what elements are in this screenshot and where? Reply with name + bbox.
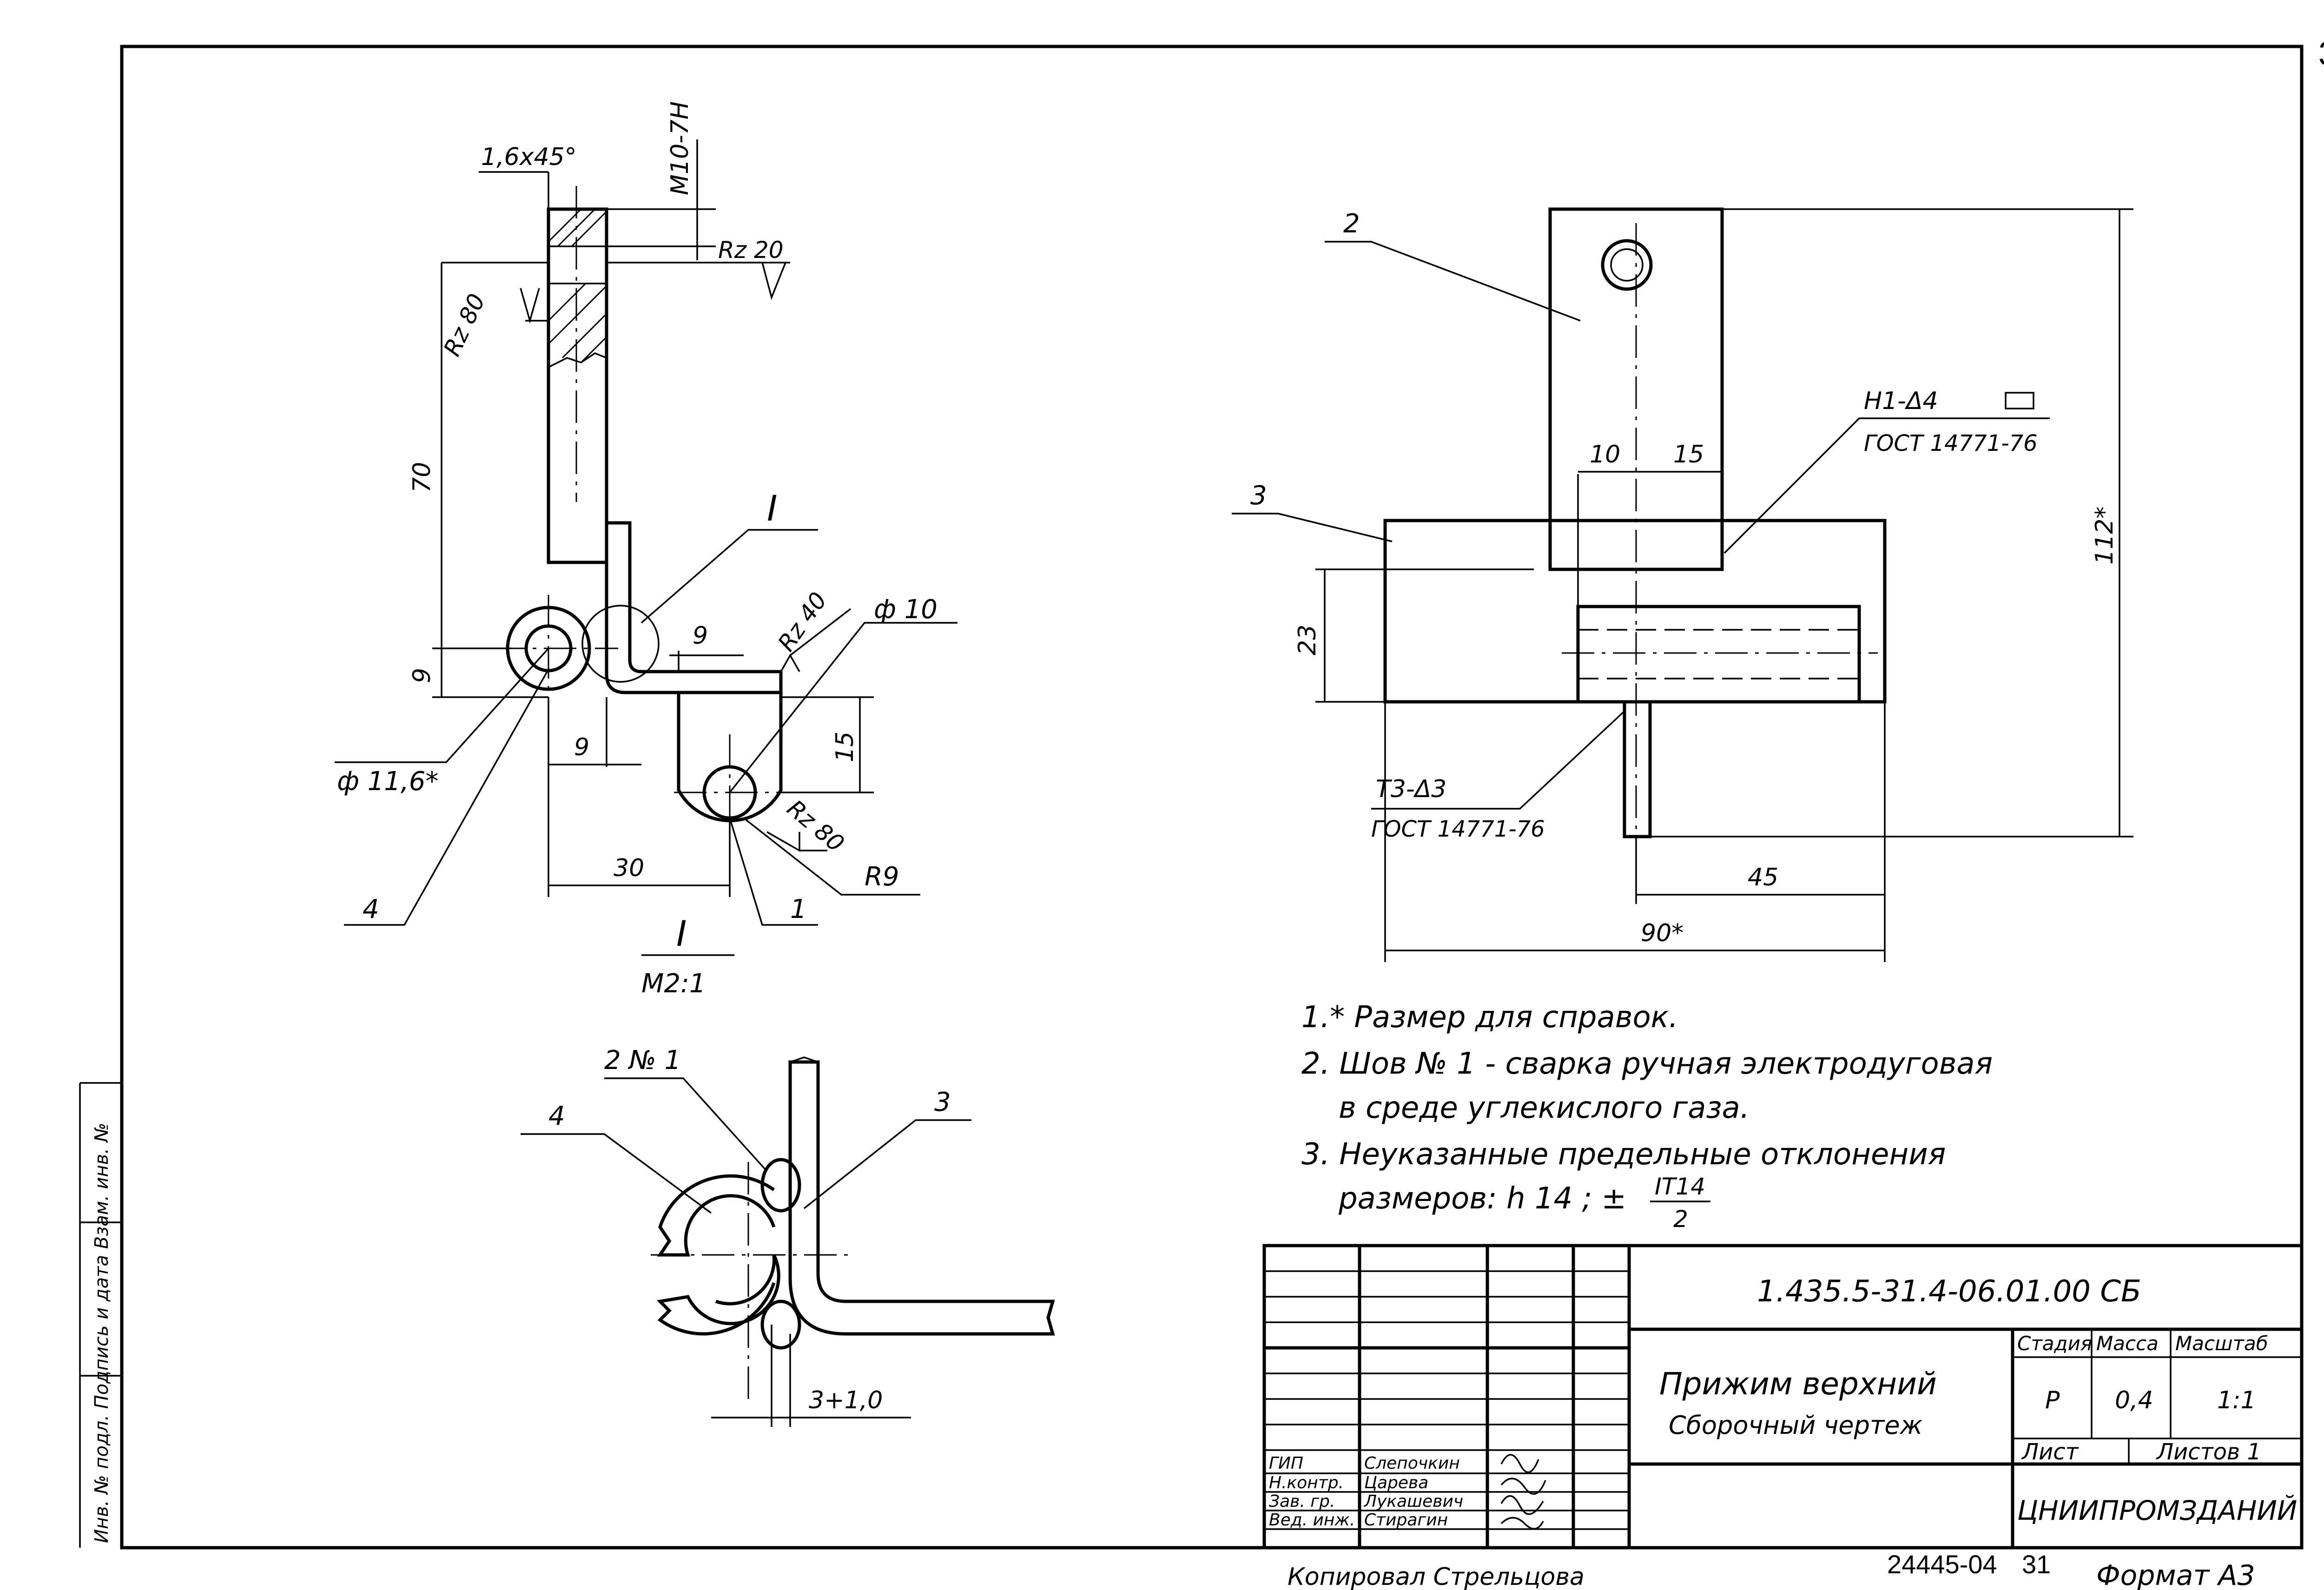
dim-9-bottom: 9 — [574, 733, 589, 761]
dim-9-left: 9 — [408, 668, 436, 683]
side-stamp-text: Инв. № подл. Подпись и дата Взам. инв. № — [91, 1123, 112, 1543]
weld-bottom-std: ГОСТ 14771-76 — [1371, 816, 1545, 842]
note-2: 2. Шов № 1 - сварка ручная электродугова… — [1301, 1047, 1993, 1081]
dim-10: 10 — [1590, 441, 1620, 468]
sheet-label: Лист — [2021, 1439, 2080, 1465]
detail-scale: М2:1 — [641, 969, 706, 999]
pos-2: 2 — [1343, 209, 1360, 239]
weld-bottom-code: Т3-Δ3 — [1376, 775, 1446, 803]
signatures — [1500, 1454, 1546, 1530]
drawing-frame — [120, 45, 2304, 1550]
dim-30: 30 — [614, 854, 644, 882]
bottom-signatures: Копировал Стрельцова — [1287, 1563, 1585, 1590]
role-4: Вед. инж. — [1269, 1511, 1355, 1530]
name-4: Стирагин — [1364, 1511, 1448, 1530]
detail-label-i: I — [767, 488, 777, 529]
bottom-code: 24445-04 — [1887, 1550, 1997, 1579]
val-stage: Р — [2045, 1386, 2060, 1414]
detail-pos-3: 3 — [934, 1087, 951, 1117]
name-2: Царева — [1364, 1473, 1428, 1492]
col-mass: Масса — [2096, 1332, 2159, 1355]
role-1: ГИП — [1269, 1454, 1303, 1473]
tolerance-num: IT14 — [1655, 1173, 1705, 1200]
doc-code: 1.435.5-31.4-06.01.00 СБ — [1757, 1274, 2141, 1309]
title-block: 1.435.5-31.4-06.01.00 СБ Прижим верхний … — [1262, 1244, 2304, 1550]
bottom-sheet: 31 — [2022, 1550, 2051, 1579]
pos-1: 1 — [790, 894, 807, 924]
detail-view: 2 № 1 4 3 3+1,0 — [521, 1045, 1055, 1427]
col-scale: Масштаб — [2175, 1332, 2268, 1355]
name-1: Слепочкин — [1364, 1454, 1460, 1473]
sheets-label: Листов 1 — [2156, 1439, 2261, 1465]
sheet-number: 30 — [2318, 35, 2324, 73]
rough-rz20: Rz 20 — [718, 237, 784, 264]
val-mass: 0,4 — [2115, 1386, 2153, 1414]
dim-15-right: 15 — [1673, 441, 1704, 468]
dim-9-mid: 9 — [693, 622, 708, 650]
dim-23: 23 — [1294, 625, 1321, 655]
dim-phi10: ф 10 — [874, 594, 938, 625]
val-scale: 1:1 — [2217, 1386, 2256, 1414]
dim-15: 15 — [831, 732, 859, 762]
tolerance-den: 2 — [1673, 1206, 1688, 1233]
detail-weld-label: 2 № 1 — [604, 1045, 681, 1075]
role-2: Н.контр. — [1269, 1473, 1344, 1492]
dim-chamfer: 1,6х45° — [481, 143, 577, 171]
rough-rz80-bottom: Rz 80 — [782, 795, 849, 858]
weld-top-std: ГОСТ 14771-76 — [1864, 430, 2038, 456]
note-1: 1.* Размер для справок. — [1301, 1000, 1678, 1035]
format-label: Формат А3 — [2096, 1559, 2255, 1590]
dim-thread: М10-7Н — [666, 101, 694, 195]
dim-70: 70 — [408, 462, 436, 493]
dim-112: 112* — [2091, 507, 2119, 565]
dim-90: 90* — [1641, 919, 1684, 947]
pos-3: 3 — [1250, 481, 1267, 511]
notes: 1.* Размер для справок. 2. Шов № 1 - сва… — [1301, 1000, 1993, 1233]
title-name: Прижим верхний — [1659, 1366, 1937, 1402]
dim-r9: R9 — [865, 862, 899, 892]
note-2-cont: в среде углекислого газа. — [1339, 1091, 1750, 1125]
detail-gap-dim: 3+1,0 — [809, 1386, 883, 1414]
title-subtitle: Сборочный чертеж — [1669, 1411, 1923, 1440]
dim-phi11-6: ф 11,6* — [337, 766, 438, 797]
right-view: 2 3 Н1-Δ4 ГОСТ 14771-76 10 15 23 112* Т3… — [1232, 207, 2133, 962]
note-3: 3. Неуказанные предельные отклонения — [1301, 1137, 1946, 1172]
detail-pos-4: 4 — [548, 1101, 565, 1131]
role-3: Зав. гр. — [1269, 1492, 1335, 1511]
note-3-cont: размеров: h 14 ; ± — [1338, 1181, 1626, 1216]
weld-top-code: Н1-Δ4 — [1864, 387, 1938, 415]
dim-45: 45 — [1748, 864, 1778, 891]
org-name: ЦНИИПРОМЗДАНИЙ — [2017, 1494, 2297, 1526]
col-stage: Стадия — [2017, 1332, 2092, 1355]
name-3: Лукашевич — [1363, 1492, 1463, 1511]
pos-4: 4 — [363, 894, 379, 924]
rough-rz80-left: Rz 80 — [438, 290, 490, 360]
detail-ref: I — [676, 913, 687, 954]
side-stamp: Инв. № подл. Подпись и дата Взам. инв. № — [79, 1082, 122, 1548]
left-view: 1,6х45° М10-7Н Rz 20 Rz 80 70 9 9 9 Rz 4… — [335, 101, 957, 999]
